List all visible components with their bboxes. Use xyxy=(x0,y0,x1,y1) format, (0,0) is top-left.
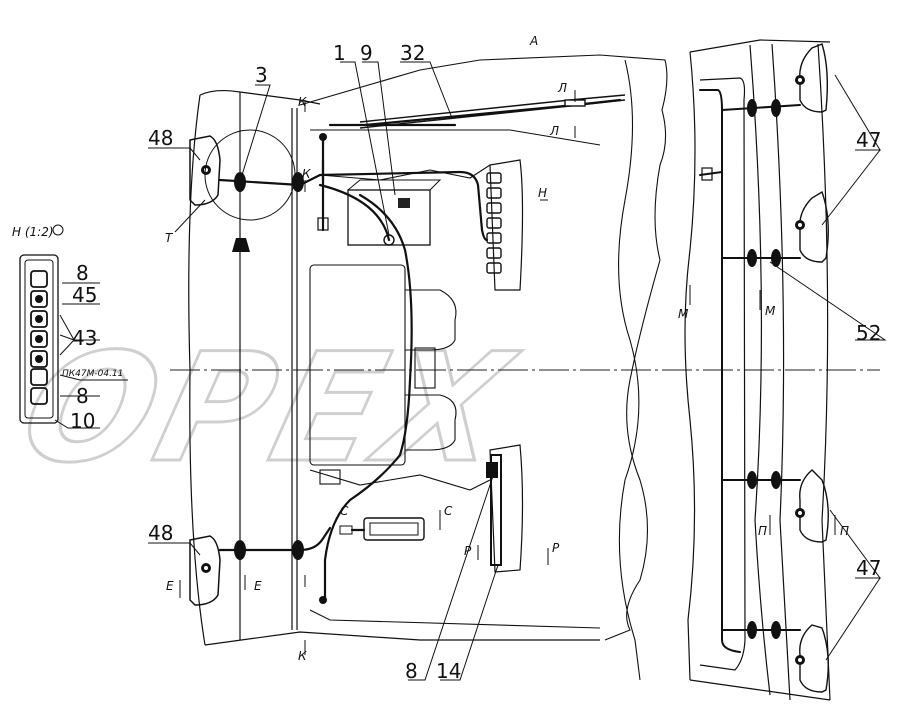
callout-45: 45 xyxy=(72,283,97,307)
lower-lamp-panel xyxy=(486,444,524,573)
callout-10: 10 xyxy=(70,409,95,433)
callout-8-detail-bottom: 8 xyxy=(76,384,89,408)
rear-harness xyxy=(699,89,801,653)
callout-numbers: 1 9 32 3 48 48 47 47 52 8 45 43 8 10 8 1… xyxy=(70,41,881,683)
section-l-2: Л xyxy=(549,124,559,138)
top-harness xyxy=(359,94,626,129)
callout-8-detail-top: 8 xyxy=(76,261,89,285)
callout-47-bottom: 47 xyxy=(856,556,881,580)
callout-3: 3 xyxy=(255,63,268,87)
cab-right-outline xyxy=(684,39,831,701)
section-letters: Л Л К К К Н Т М М П П С С Р Р Е Е xyxy=(165,81,849,663)
callout-14: 14 xyxy=(436,659,461,683)
switch-panel-top xyxy=(486,159,524,291)
rear-connectors xyxy=(701,99,781,639)
section-r-2: Р xyxy=(552,541,560,555)
callout-8-bottom: 8 xyxy=(405,659,418,683)
callout-43: 43 xyxy=(72,326,97,350)
seat-shapes xyxy=(309,264,457,485)
section-s-2: С xyxy=(444,504,453,518)
rear-marker-lamps xyxy=(795,43,829,693)
section-e-2: Е xyxy=(254,579,262,593)
view-label: A xyxy=(529,34,538,48)
section-l-1: Л xyxy=(557,81,567,95)
section-r-1: Р xyxy=(464,544,472,558)
section-m-1: М xyxy=(678,307,689,321)
detail-inset xyxy=(19,224,64,424)
section-e-1: Е xyxy=(166,579,174,593)
roof-panel xyxy=(299,54,668,641)
section-k-1: К xyxy=(298,95,307,109)
left-grommets xyxy=(232,133,329,604)
callout-48-bottom: 48 xyxy=(148,521,173,545)
callout-1: 1 xyxy=(333,41,346,65)
callout-47-top: 47 xyxy=(856,128,881,152)
section-m-2: М xyxy=(765,304,776,318)
callout-52: 52 xyxy=(856,321,881,345)
detail-leader xyxy=(174,199,206,233)
section-k-3: К xyxy=(298,649,307,663)
leader-lines xyxy=(54,61,887,681)
section-s-1: С xyxy=(340,504,349,518)
callout-32: 32 xyxy=(400,41,425,65)
detail-part-code: ПК47М-04.11 xyxy=(62,369,123,379)
section-k-2: К xyxy=(302,167,311,181)
watermark: OPEX xyxy=(6,321,529,495)
callout-48-top: 48 xyxy=(148,126,173,150)
section-p-1: П xyxy=(758,524,767,538)
detail-title: Н (1:2) xyxy=(12,225,54,239)
section-cut-lines xyxy=(179,90,836,655)
section-t: Т xyxy=(165,231,174,245)
side-marker-lamps xyxy=(189,135,221,606)
section-h: Н xyxy=(538,186,547,200)
section-p-2: П xyxy=(840,524,849,538)
break-line xyxy=(618,59,641,681)
callout-9: 9 xyxy=(360,41,373,65)
detail-circle xyxy=(204,129,296,221)
